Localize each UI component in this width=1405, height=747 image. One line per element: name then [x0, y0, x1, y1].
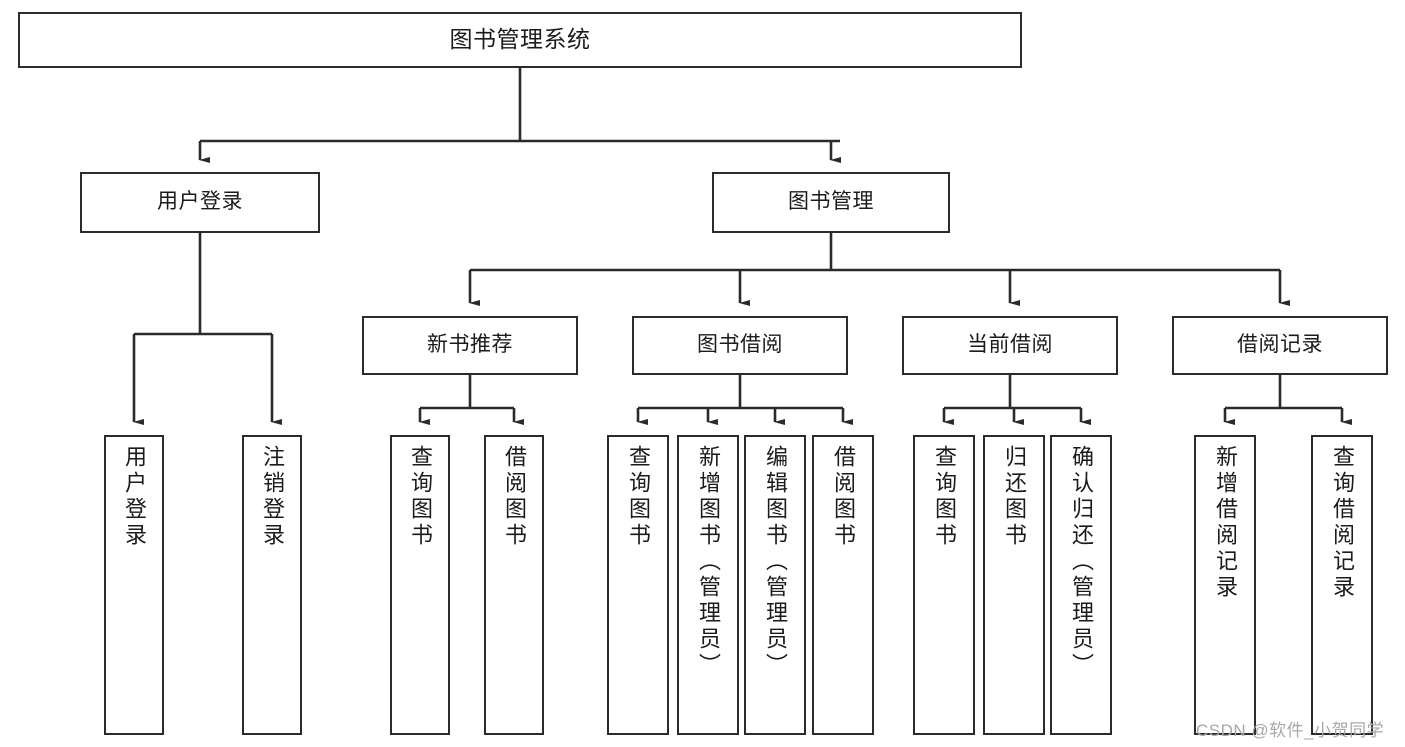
node-leaf-add-book-admin[interactable]: 新增图书（管理员）: [677, 435, 739, 735]
watermark: CSDN @软件_小贺同学: [1196, 721, 1385, 740]
node-leaf-query-book-2-label: 查询图书: [626, 445, 651, 549]
node-book-manage[interactable]: 图书管理: [712, 172, 950, 233]
node-leaf-query-borrow-record-label: 查询借阅记录: [1330, 445, 1355, 601]
node-root-label: 图书管理系统: [449, 26, 591, 53]
node-borrow-record[interactable]: 借阅记录: [1172, 316, 1388, 375]
node-user-login-label: 用户登录: [157, 190, 243, 214]
node-leaf-edit-book-admin-label: 编辑图书（管理员）: [763, 445, 788, 679]
node-leaf-query-book-2[interactable]: 查询图书: [607, 435, 669, 735]
node-book-borrow[interactable]: 图书借阅: [632, 316, 848, 375]
node-leaf-query-borrow-record[interactable]: 查询借阅记录: [1311, 435, 1373, 735]
node-new-book-recommend[interactable]: 新书推荐: [362, 316, 578, 375]
node-book-manage-label: 图书管理: [788, 190, 874, 214]
node-leaf-query-book-3-label: 查询图书: [932, 445, 957, 549]
node-leaf-borrow-book-2[interactable]: 借阅图书: [812, 435, 874, 735]
node-user-login[interactable]: 用户登录: [80, 172, 320, 233]
node-leaf-query-book-3[interactable]: 查询图书: [913, 435, 975, 735]
node-leaf-logout-login-label: 注销登录: [260, 445, 285, 549]
node-book-borrow-label: 图书借阅: [697, 333, 783, 357]
node-leaf-user-login-label: 用户登录: [122, 445, 147, 549]
node-leaf-borrow-book-1[interactable]: 借阅图书: [484, 435, 544, 735]
node-leaf-confirm-return-admin[interactable]: 确认归还（管理员）: [1050, 435, 1112, 735]
node-leaf-borrow-book-1-label: 借阅图书: [502, 445, 527, 549]
node-leaf-query-book-1[interactable]: 查询图书: [390, 435, 450, 735]
node-leaf-add-book-admin-label: 新增图书（管理员）: [696, 445, 721, 679]
node-leaf-add-borrow-record-label: 新增借阅记录: [1213, 445, 1238, 601]
node-leaf-borrow-book-2-label: 借阅图书: [831, 445, 856, 549]
node-leaf-logout-login[interactable]: 注销登录: [242, 435, 302, 735]
node-current-borrow[interactable]: 当前借阅: [902, 316, 1118, 375]
node-leaf-query-book-1-label: 查询图书: [408, 445, 433, 549]
node-leaf-confirm-return-admin-label: 确认归还（管理员）: [1069, 445, 1094, 679]
node-leaf-add-borrow-record[interactable]: 新增借阅记录: [1194, 435, 1256, 735]
node-new-book-recommend-label: 新书推荐: [427, 333, 513, 357]
node-root[interactable]: 图书管理系统: [18, 12, 1022, 68]
node-borrow-record-label: 借阅记录: [1237, 333, 1323, 357]
node-current-borrow-label: 当前借阅: [967, 333, 1053, 357]
node-leaf-return-book[interactable]: 归还图书: [983, 435, 1045, 735]
node-leaf-edit-book-admin[interactable]: 编辑图书（管理员）: [744, 435, 806, 735]
node-leaf-return-book-label: 归还图书: [1002, 445, 1027, 549]
node-leaf-user-login[interactable]: 用户登录: [104, 435, 164, 735]
